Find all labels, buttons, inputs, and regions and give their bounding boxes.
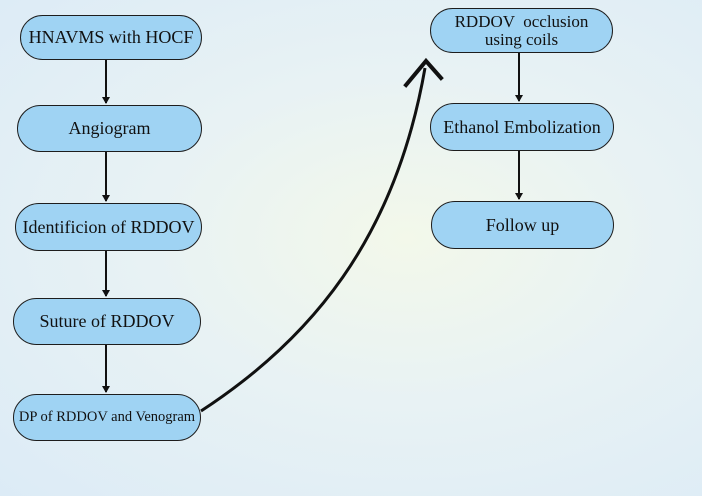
curved-arrow-head [403,57,444,88]
node-ethanol-embolization: Ethanol Embolization [430,103,614,151]
node-suture-rddov: Suture of RDDOV [13,298,201,345]
node-follow-up: Follow up [431,201,614,249]
node-hnavms-hocf: HNAVMS with HOCF [20,15,202,60]
node-dp-rddov-venogram: DP of RDDOV and Venogram [13,394,201,441]
node-label: Suture of RDDOV [39,311,175,332]
curved-arrow-n5-n6 [200,67,427,413]
node-label: Angiogram [68,118,151,139]
node-label: Identificion of RDDOV [22,216,195,237]
node-label: HNAVMS with HOCF [28,27,194,48]
node-identification-rddov: Identificion of RDDOV [15,203,202,251]
node-angiogram: Angiogram [17,105,202,152]
node-label: Ethanol Embolization [443,116,601,137]
node-label: Follow up [485,214,560,235]
node-label-line1: RDDOV occlusion [454,11,589,31]
node-label: DP of RDDOV and Venogram [18,409,196,426]
node-label-line2: using coils [484,29,559,49]
